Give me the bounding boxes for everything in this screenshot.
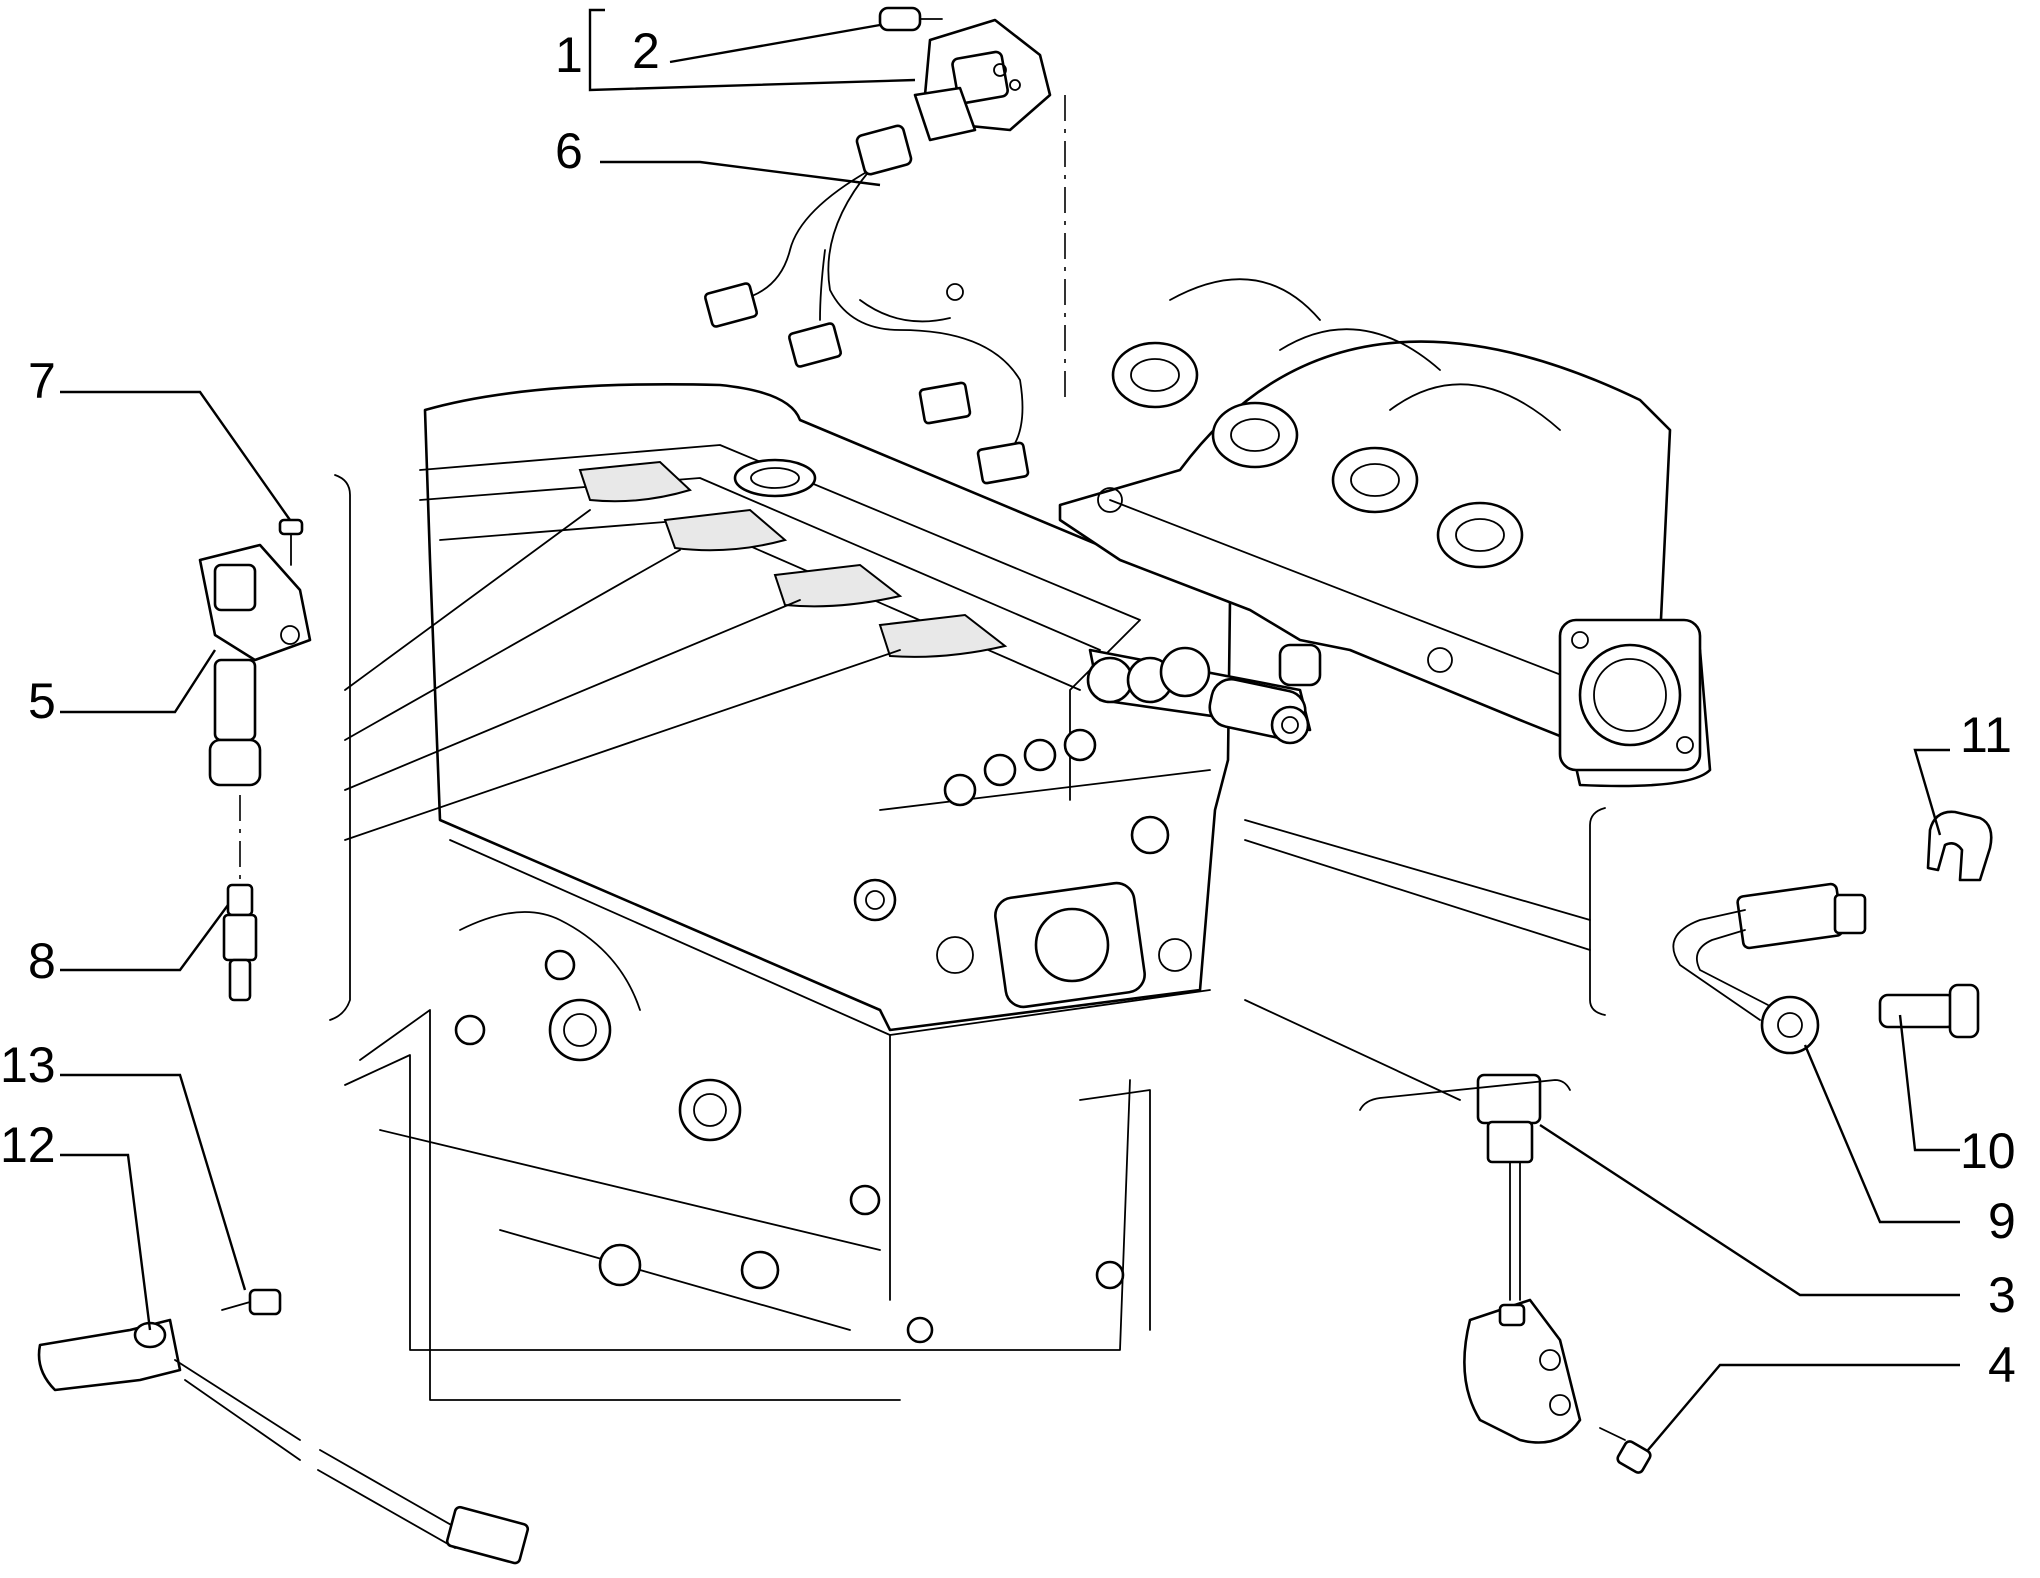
fuel-rail xyxy=(1086,643,1322,745)
engine-cylinder-head xyxy=(344,383,1232,1401)
guide-g xyxy=(1244,839,1591,951)
guide-e xyxy=(1244,999,1461,1101)
leader-6 xyxy=(600,160,881,187)
leader-3 xyxy=(1539,1123,1960,1297)
leader-7 xyxy=(60,390,291,521)
leader-9 xyxy=(1803,1044,1960,1224)
callout-13: 13 xyxy=(0,1037,56,1093)
guide-b xyxy=(344,549,681,741)
leader-4 xyxy=(1647,1363,1960,1451)
leader-lines xyxy=(60,8,1960,1451)
wiring-harness xyxy=(703,124,1030,485)
leader-11 xyxy=(1913,748,1950,836)
right-bracket xyxy=(1589,807,1606,1016)
screw-13 xyxy=(221,1288,282,1316)
callout-labels: 1 2 3 4 5 6 7 8 9 10 11 12 13 xyxy=(0,23,2016,1393)
callout-7: 7 xyxy=(28,353,56,409)
guide-f xyxy=(1244,819,1591,921)
callout-8: 8 xyxy=(28,933,56,989)
sensor-screw-2 xyxy=(878,6,943,32)
screw-4 xyxy=(1599,1427,1652,1474)
leader-8 xyxy=(60,904,229,972)
crank-sensor-12 xyxy=(37,1318,530,1565)
leader-12 xyxy=(60,1153,152,1331)
callout-12: 12 xyxy=(0,1117,56,1173)
guide-c xyxy=(344,599,801,791)
callout-4: 4 xyxy=(1988,1337,2016,1393)
leader-10 xyxy=(1898,1014,1960,1152)
callout-2: 2 xyxy=(632,23,660,79)
callout-6: 6 xyxy=(555,123,583,179)
manifold-pressure-sensor xyxy=(913,18,1052,142)
knock-sensor-3 xyxy=(1463,1073,1582,1444)
screw-7 xyxy=(278,518,304,566)
left-bracket xyxy=(329,474,351,1021)
lower-bracket xyxy=(1359,1079,1571,1111)
leader-5 xyxy=(60,649,217,714)
callout-9: 9 xyxy=(1988,1193,2016,1249)
callout-1: 1 xyxy=(555,27,583,83)
callout-5: 5 xyxy=(28,673,56,729)
sensor-cable-9 xyxy=(1672,882,1867,1055)
bolt-10 xyxy=(1878,983,1980,1039)
coil-sensor-5 xyxy=(198,543,312,787)
callout-10: 10 xyxy=(1960,1123,2016,1179)
leader-1 xyxy=(588,8,916,92)
leader-13 xyxy=(60,1073,247,1291)
clip-11 xyxy=(1926,810,1993,882)
intake-manifold xyxy=(1058,278,1712,788)
spark-plug-8 xyxy=(222,883,258,1002)
callout-11: 11 xyxy=(1960,707,2012,763)
guide-d xyxy=(344,649,901,841)
leader-2 xyxy=(669,23,881,64)
guide-a xyxy=(344,509,591,691)
callout-3: 3 xyxy=(1988,1267,2016,1323)
